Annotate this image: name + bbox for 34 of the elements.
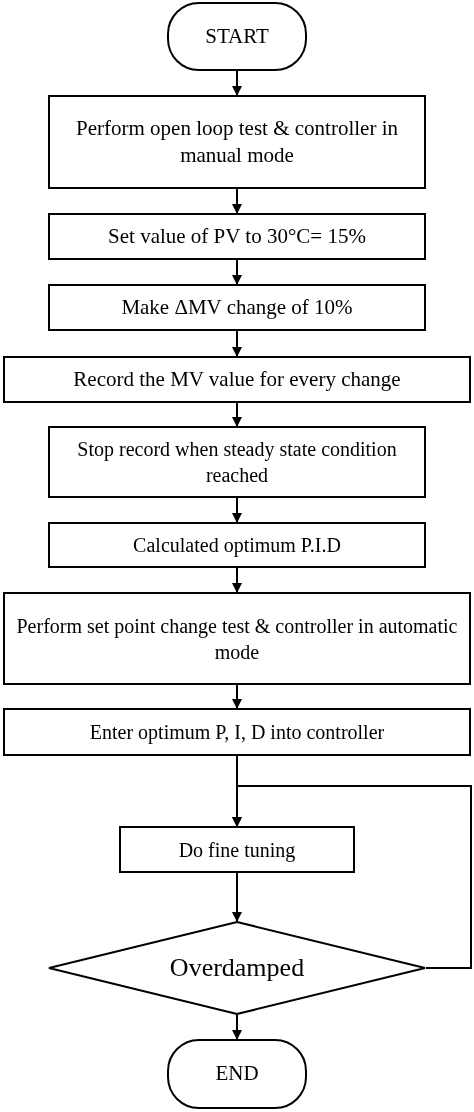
node-label: END: [215, 1060, 259, 1088]
node-label: Perform set point change test & controller in automatic mode: [15, 613, 459, 665]
node-label: Record the MV value for every change: [73, 365, 401, 393]
process-box: [119, 826, 355, 873]
terminal-shape: [167, 2, 307, 71]
node-label: Calculated optimum P.I.D: [133, 533, 341, 558]
process-box: [48, 522, 426, 568]
arrow: [232, 330, 242, 357]
node-label: Do fine tuning: [178, 837, 296, 863]
process-box: [48, 426, 426, 498]
node-label: Perform open loop test & controller in manual mode: [75, 114, 399, 169]
arrow: [232, 785, 472, 969]
node-label: Enter optimum P, I, D into controller: [89, 720, 385, 745]
node-label: Stop record when steady state condition reached: [76, 437, 398, 488]
process-box: [48, 284, 426, 331]
arrow: [232, 188, 242, 214]
node-label: START: [205, 22, 269, 50]
process-box: [3, 592, 471, 685]
arrow: [232, 1014, 242, 1040]
terminal-shape: [167, 1039, 307, 1109]
process-box: [3, 708, 471, 756]
node-label: Make ΔMV change of 10%: [121, 293, 353, 321]
process-box: [48, 213, 426, 260]
node-label: Overdamped: [169, 952, 305, 985]
arrow: [232, 259, 242, 285]
arrow: [232, 70, 242, 96]
arrow: [232, 684, 242, 709]
process-box: [48, 95, 426, 189]
arrow: [232, 402, 242, 427]
arrow: [232, 497, 242, 523]
arrow: [232, 567, 242, 593]
arrow: [232, 872, 242, 922]
process-box: [3, 356, 471, 403]
node-label: Set value of PV to 30°C= 15%: [108, 222, 366, 250]
